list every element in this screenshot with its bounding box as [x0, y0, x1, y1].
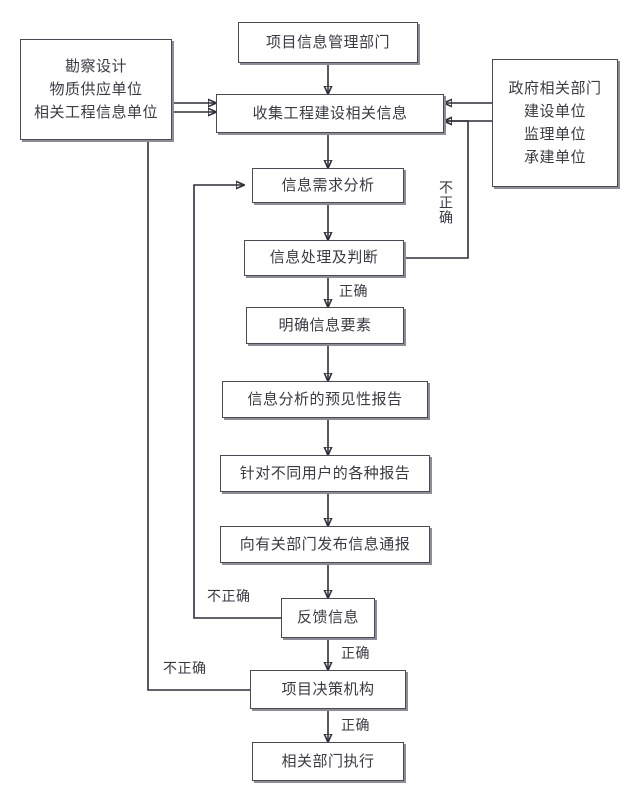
node-label: 针对不同用户的各种报告 — [239, 463, 411, 482]
node-dept-execute[interactable]: 相关部门执行 — [252, 742, 404, 781]
node-feedback-info[interactable]: 反馈信息 — [281, 598, 375, 638]
node-collect-info[interactable]: 收集工程建设相关信息 — [216, 94, 444, 133]
node-label: 信息处理及判断 — [269, 248, 379, 267]
node-label: 勘察设计 — [64, 56, 127, 75]
node-info-mgmt-dept[interactable]: 项目信息管理部门 — [238, 22, 418, 63]
node-label: 相关工程信息单位 — [33, 103, 158, 122]
edge-process-incorrect-to-collect — [404, 121, 469, 259]
node-predictive-report[interactable]: 信息分析的预见性报告 — [222, 381, 428, 418]
node-label: 项目决策机构 — [281, 679, 375, 698]
node-label: 反馈信息 — [296, 608, 359, 627]
node-label: 向有关部门发布信息通报 — [239, 534, 411, 553]
edge-label-incorrect-right: 不正确 — [437, 180, 453, 225]
node-label: 监理单位 — [523, 125, 586, 143]
node-label: 建设单位 — [523, 101, 586, 120]
node-decision-org[interactable]: 项目决策机构 — [250, 670, 406, 709]
node-label: 承建单位 — [523, 148, 586, 167]
node-survey-supply-units[interactable]: 勘察设计 物质供应单位 相关工程信息单位 — [20, 39, 172, 140]
node-label: 信息分析的预见性报告 — [247, 389, 403, 408]
node-clarify-elements[interactable]: 明确信息要素 — [246, 307, 404, 344]
edge-label-correct-after-decision: 正确 — [341, 718, 370, 734]
node-label: 物质供应单位 — [49, 79, 143, 98]
edge-label-incorrect-decision: 不正确 — [163, 661, 207, 677]
node-label: 项目信息管理部门 — [265, 32, 390, 51]
node-publish-bulletin[interactable]: 向有关部门发布信息通报 — [220, 526, 430, 563]
edge-label-correct-after-judge: 正确 — [339, 284, 368, 300]
node-label: 相关部门执行 — [281, 751, 375, 770]
node-label: 收集工程建设相关信息 — [252, 103, 408, 122]
edge-label-incorrect-feedback: 不正确 — [207, 589, 251, 605]
node-label: 信息需求分析 — [281, 175, 375, 194]
node-label: 政府相关部门 — [508, 78, 602, 97]
node-gov-units[interactable]: 政府相关部门 建设单位 监理单位 承建单位 — [492, 59, 618, 187]
node-user-reports[interactable]: 针对不同用户的各种报告 — [220, 455, 430, 492]
node-label: 明确信息要素 — [278, 315, 372, 334]
node-demand-analysis[interactable]: 信息需求分析 — [252, 168, 404, 203]
edge-label-correct-after-feedback: 正确 — [341, 646, 370, 662]
node-process-judge[interactable]: 信息处理及判断 — [244, 240, 404, 276]
